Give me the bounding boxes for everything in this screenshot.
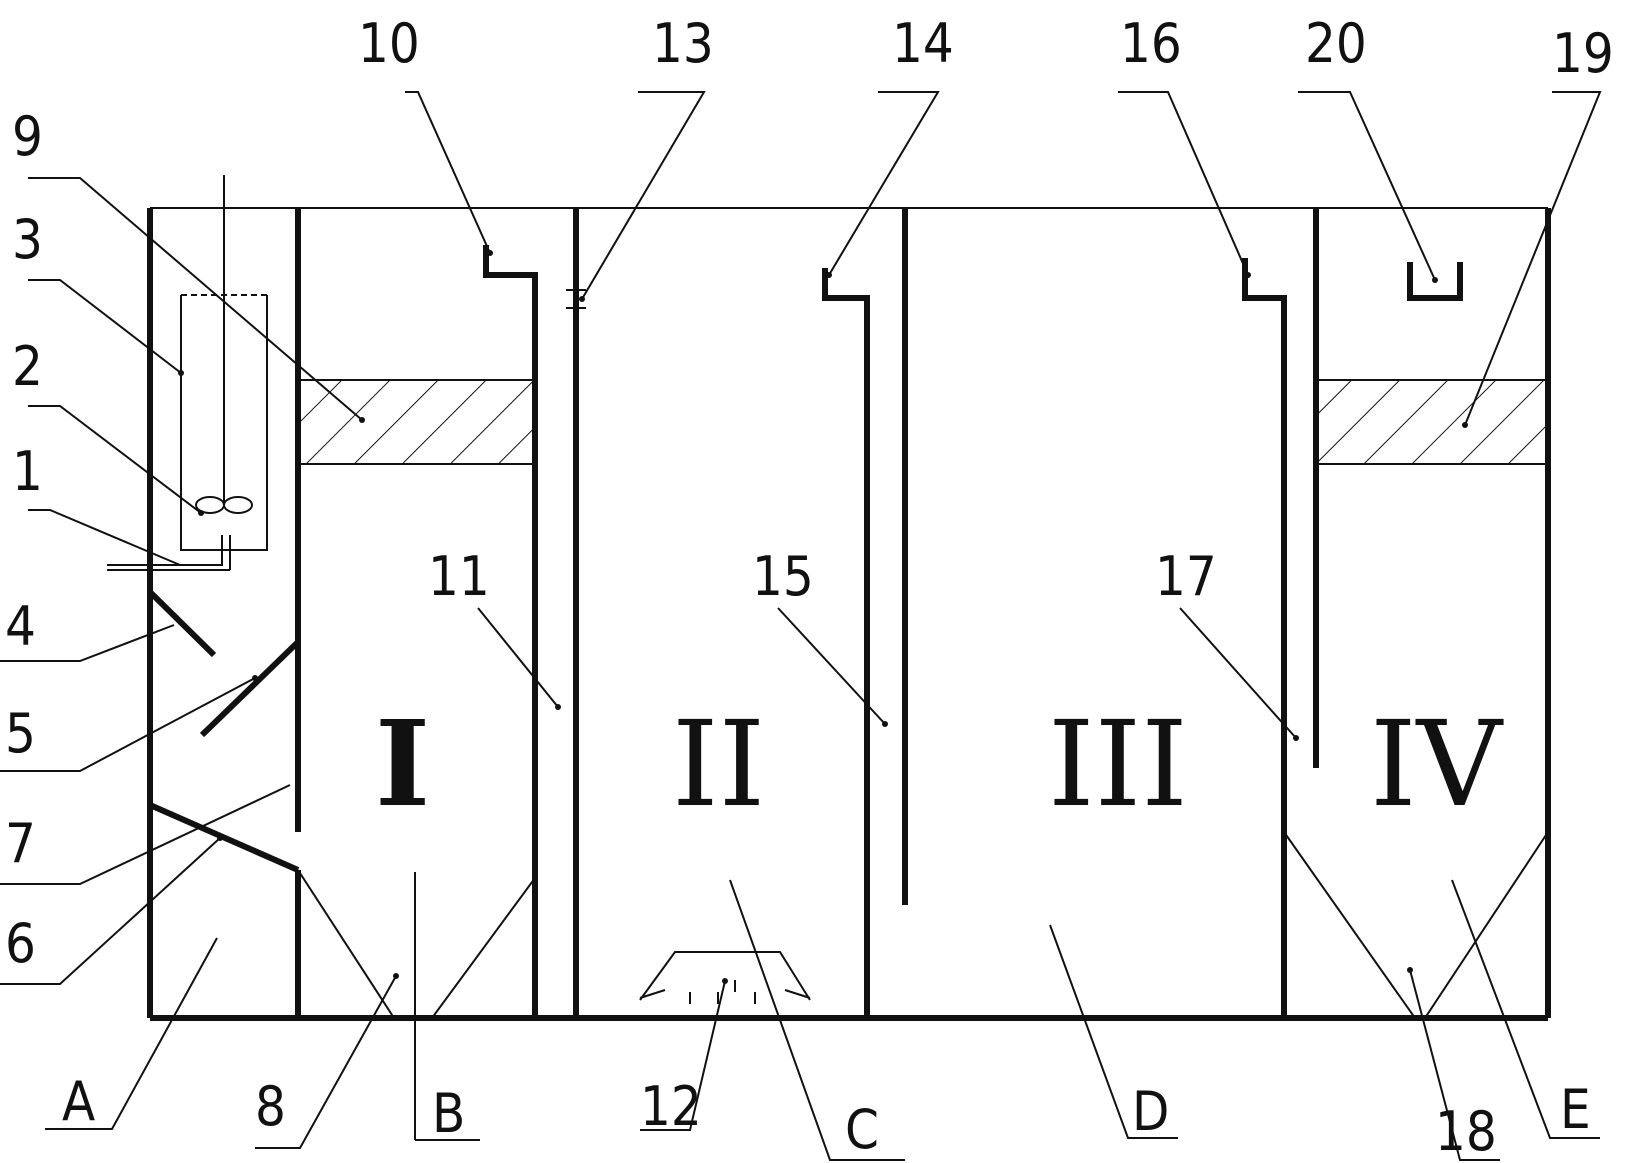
outlet-trough-20 <box>1407 262 1463 301</box>
filter-media-9 <box>297 379 536 465</box>
hopper-i-left <box>297 869 395 1019</box>
label-19: 19 <box>1552 22 1614 85</box>
inlet-box-3 <box>180 295 268 551</box>
label-9: 9 <box>12 105 43 168</box>
label-14: 14 <box>892 12 954 75</box>
filter-media-19 <box>1315 379 1549 465</box>
chamber-label-iv: IV <box>1370 695 1504 833</box>
label-15: 15 <box>752 545 814 608</box>
zone-label-b: B <box>432 1082 465 1145</box>
label-2: 2 <box>12 335 43 398</box>
weir-16 <box>1242 258 1287 1018</box>
baffle-plate-4 <box>147 589 217 658</box>
weir-14 <box>822 268 870 1018</box>
mixer-impeller-2 <box>195 496 253 514</box>
label-10: 10 <box>358 12 420 75</box>
label-20: 20 <box>1305 12 1367 75</box>
label-6: 6 <box>5 912 36 975</box>
baffle-plate-5 <box>199 639 301 738</box>
label-5: 5 <box>5 702 36 765</box>
hopper-iv-left <box>1283 831 1416 1019</box>
zone-label-d: D <box>1132 1080 1169 1143</box>
sloped-plate-6 <box>148 802 300 873</box>
chamber-label-iii: III <box>1048 695 1188 833</box>
weir-10 <box>483 245 538 1018</box>
label-13: 13 <box>652 12 714 75</box>
label-18: 18 <box>1435 1100 1497 1163</box>
chamber-label-ii: II <box>672 695 765 833</box>
label-11: 11 <box>428 545 490 608</box>
label-3: 3 <box>12 208 43 271</box>
label-1: 1 <box>12 440 43 503</box>
label-4: 4 <box>5 595 36 658</box>
label-16: 16 <box>1120 12 1182 75</box>
leader-lines <box>0 91 1602 1161</box>
label-7: 7 <box>5 812 36 875</box>
zone-label-e: E <box>1560 1078 1591 1141</box>
chamber-label-i: I <box>375 694 430 833</box>
label-12: 12 <box>640 1075 702 1138</box>
label-8: 8 <box>255 1075 286 1138</box>
zone-label-c: C <box>845 1098 879 1161</box>
hopper-iv-right <box>1424 831 1549 1019</box>
label-17: 17 <box>1155 545 1217 608</box>
zone-label-a: A <box>62 1070 95 1133</box>
aerator-12 <box>639 951 811 1004</box>
hopper-i-right <box>431 877 536 1019</box>
inlet-pipe-1 <box>107 535 223 566</box>
